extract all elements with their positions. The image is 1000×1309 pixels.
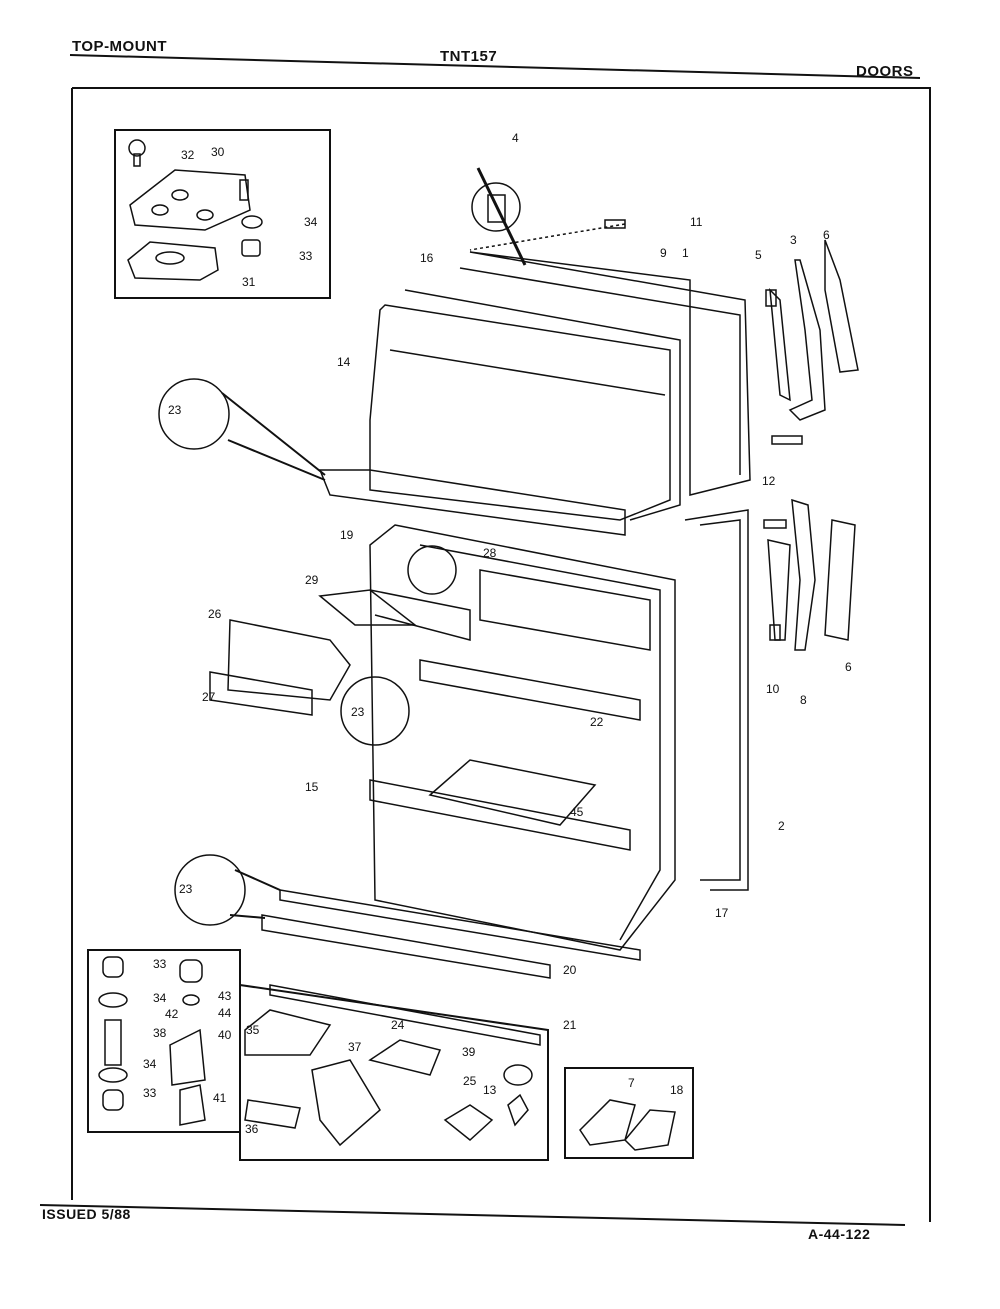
part-label-11: 11 [690, 215, 703, 229]
part-label-36: 36 [245, 1122, 259, 1136]
part-label-5: 5 [755, 248, 762, 262]
part-label-26: 26 [208, 607, 222, 621]
part-label-35: 35 [246, 1023, 260, 1037]
header-model: TNT157 [440, 48, 498, 65]
part-label-24: 24 [391, 1018, 405, 1032]
brackets-7-18 [579, 1099, 676, 1151]
part-label-32: 32 [181, 148, 195, 162]
part-label-38: 38 [153, 1026, 167, 1040]
part-label-41: 41 [213, 1091, 227, 1105]
part-label-8: 8 [800, 693, 807, 707]
footer-issued: ISSUED 5/88 [42, 1206, 131, 1222]
part-label-44: 44 [218, 1006, 232, 1020]
part-label-1: 1 [682, 246, 689, 260]
part-label-6: 6 [845, 660, 852, 674]
diagram-frame [71, 87, 931, 1222]
footer-rule [39, 1204, 906, 1226]
part-label-10: 10 [766, 682, 780, 696]
footer-page-code: A-44-122 [808, 1226, 871, 1242]
bottom-center-parts [244, 1009, 533, 1147]
part-label-22: 22 [590, 715, 604, 729]
part-label-37: 37 [348, 1040, 362, 1054]
part-label-29: 29 [305, 573, 319, 587]
part-label-23: 23 [351, 705, 365, 719]
part-label-33: 33 [143, 1086, 157, 1100]
header-rule [69, 54, 921, 79]
part-label-34: 34 [143, 1057, 157, 1071]
part-label-12: 12 [762, 474, 776, 488]
part-label-25: 25 [463, 1074, 477, 1088]
part-label-28: 28 [483, 546, 497, 560]
door-hinges [763, 239, 859, 651]
part-label-13: 13 [483, 1083, 497, 1097]
part-label-33: 33 [299, 249, 313, 263]
part-label-31: 31 [242, 275, 256, 289]
part-label-17: 17 [715, 906, 729, 920]
part-label-3: 3 [790, 233, 797, 247]
part-label-6: 6 [823, 228, 830, 242]
part-label-4: 4 [512, 131, 519, 145]
part-label-42: 42 [165, 1007, 179, 1021]
part-label-33: 33 [153, 957, 167, 971]
bottom-parts-inset-box [239, 983, 549, 1161]
part-label-16: 16 [420, 251, 434, 265]
header-category: TOP-MOUNT [72, 38, 168, 55]
part-label-15: 15 [305, 780, 319, 794]
part-label-2: 2 [778, 819, 785, 833]
part-label-20: 20 [563, 963, 577, 977]
part-label-40: 40 [218, 1028, 232, 1042]
freezer-door [318, 167, 751, 536]
part-label-45: 45 [570, 805, 584, 819]
part-label-27: 27 [202, 690, 216, 704]
bottom-hinge-parts [98, 956, 206, 1126]
part-label-14: 14 [337, 355, 351, 369]
bracket-inset-box [564, 1067, 694, 1159]
part-label-23: 23 [179, 882, 193, 896]
part-label-34: 34 [153, 991, 167, 1005]
part-label-7: 7 [628, 1076, 635, 1090]
part-label-21: 21 [563, 1018, 577, 1032]
part-label-9: 9 [660, 246, 667, 260]
top-hinge-inset-box [114, 129, 331, 299]
part-label-19: 19 [340, 528, 354, 542]
part-label-39: 39 [462, 1045, 476, 1059]
part-label-30: 30 [211, 145, 225, 159]
part-label-43: 43 [218, 989, 232, 1003]
part-label-23: 23 [168, 403, 182, 417]
top-hinge-parts [127, 139, 263, 281]
fresh-food-door [158, 378, 749, 1046]
part-label-18: 18 [670, 1083, 684, 1097]
part-label-34: 34 [304, 215, 318, 229]
